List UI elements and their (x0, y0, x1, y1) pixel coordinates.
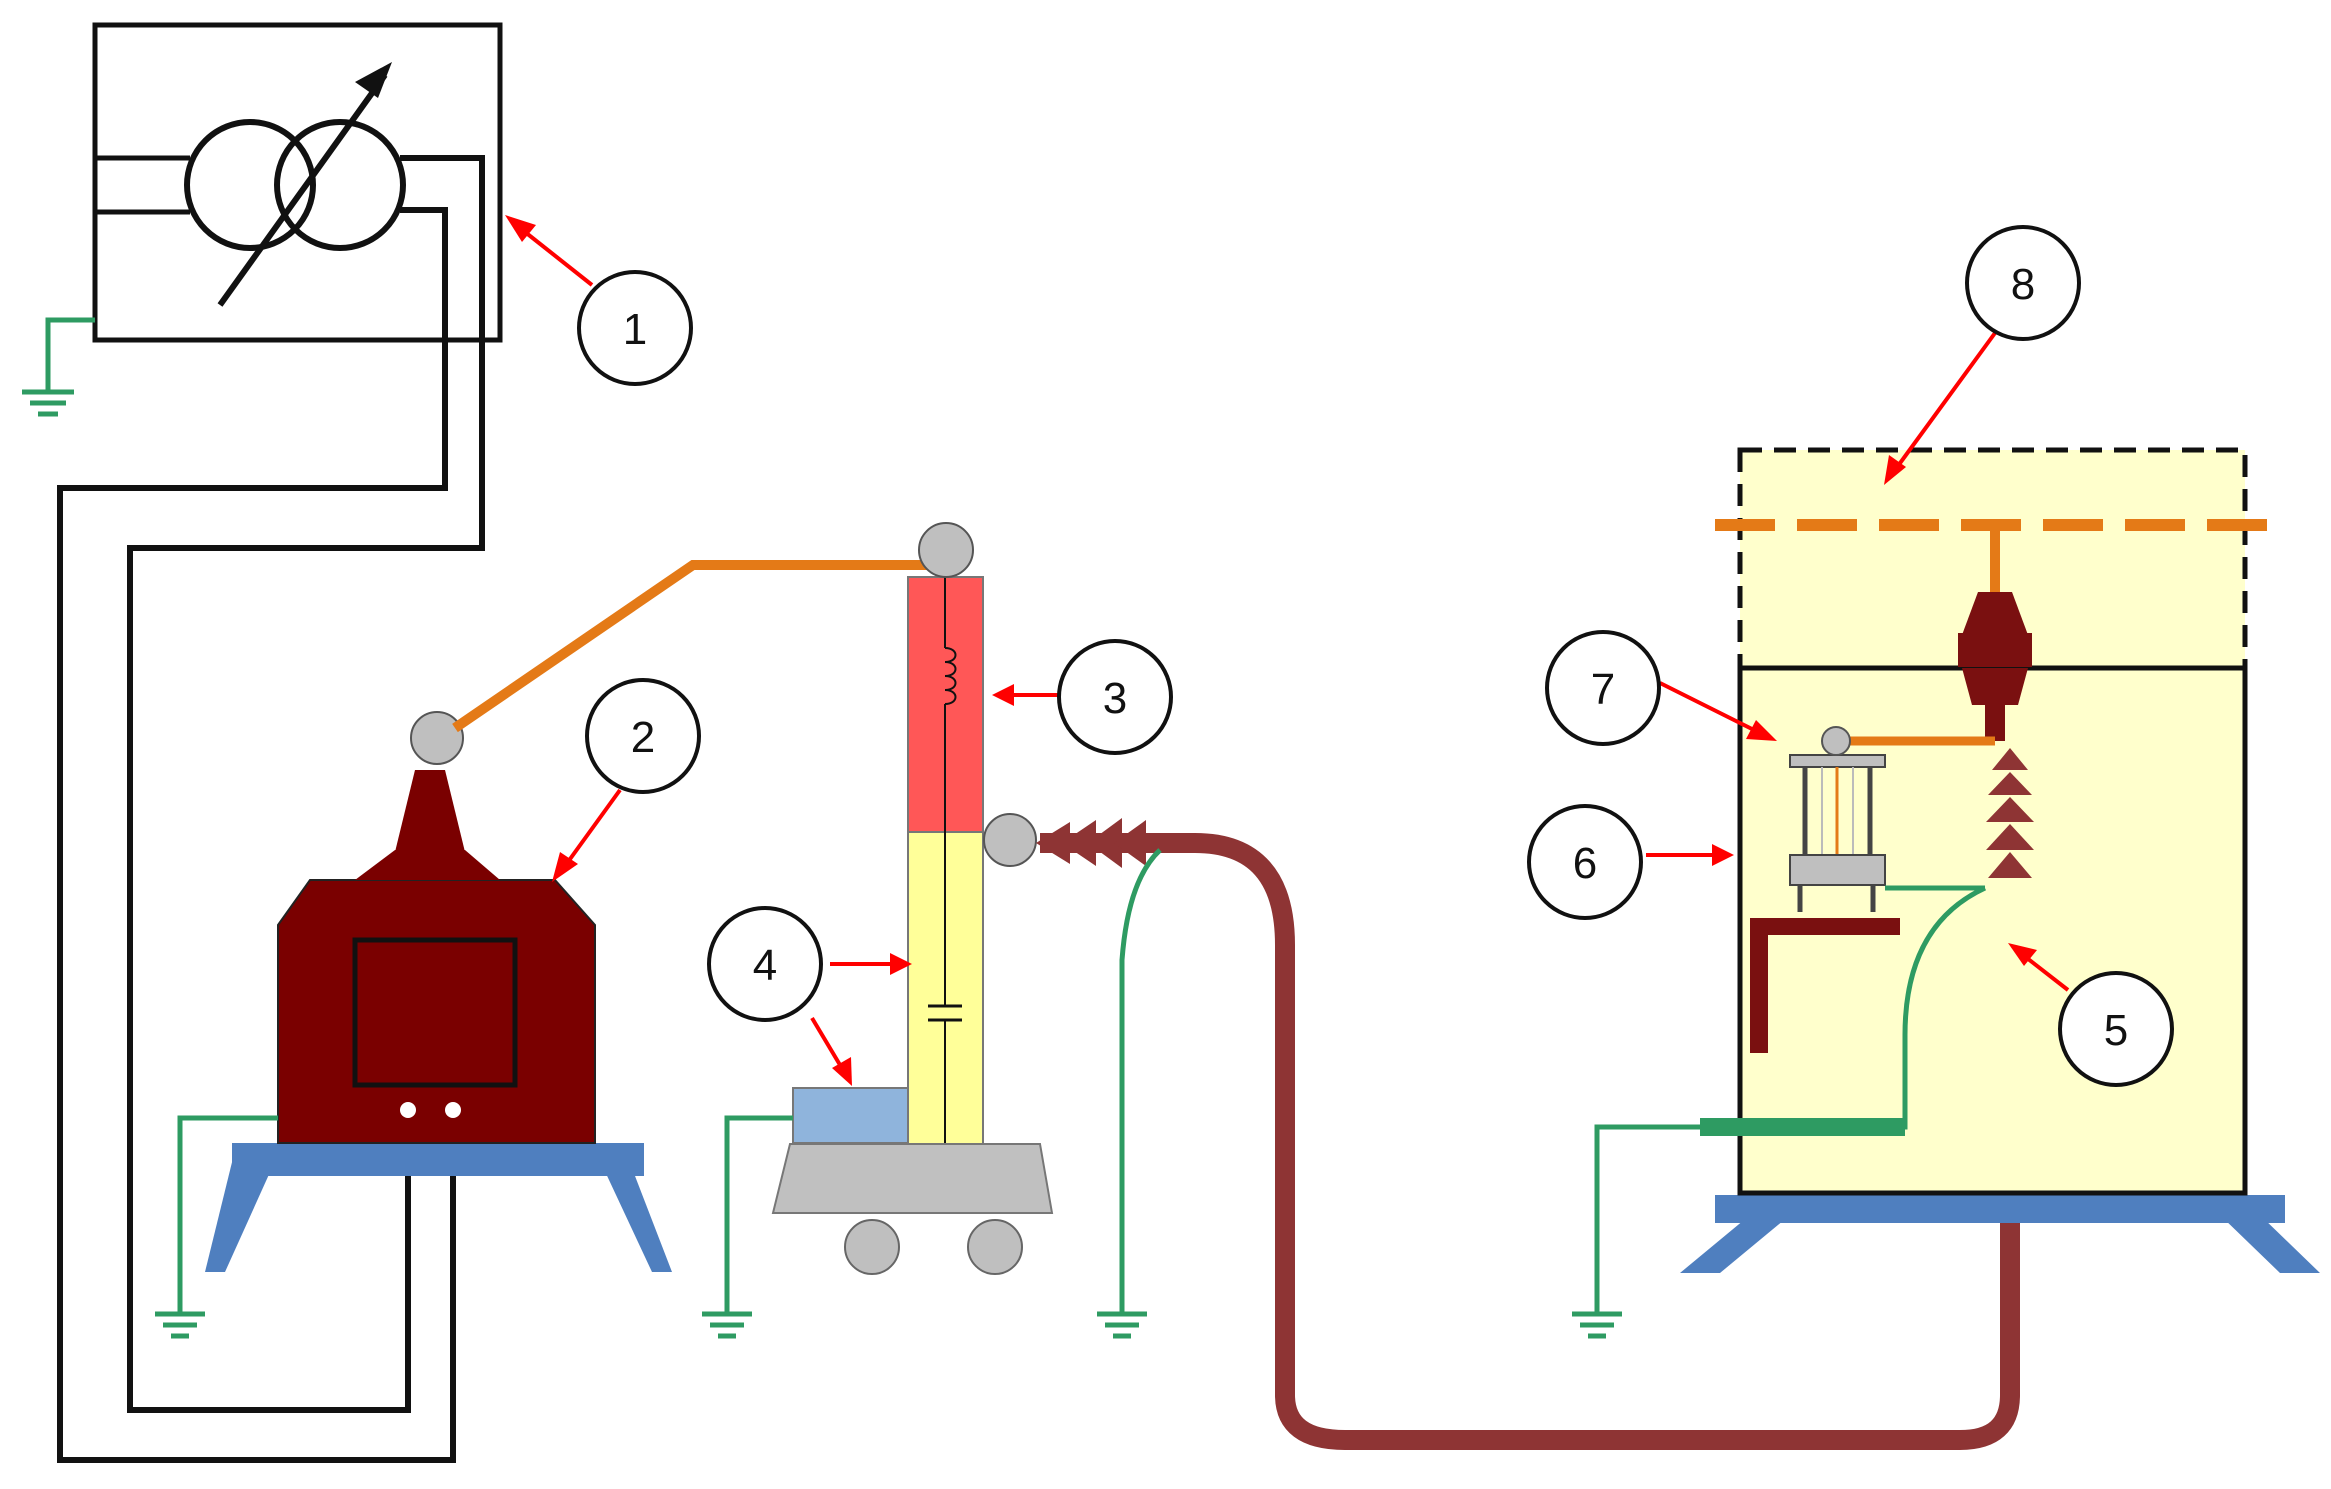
supply-wires (57, 155, 485, 1463)
callout-6-label: 6 (1573, 839, 1597, 888)
ground-symbol-icon (22, 389, 74, 417)
bushing (1958, 592, 2032, 741)
electrode-fixture (1789, 726, 1886, 912)
callout-3-label: 3 (1103, 674, 1127, 723)
cart-wheel (844, 1219, 900, 1275)
callout-4: 4 (707, 906, 823, 1022)
hv-cable (1036, 755, 2020, 1450)
cell-base (1715, 1195, 2285, 1223)
ground-symbol-icon (1572, 1311, 1622, 1339)
test-transformer (155, 711, 672, 1339)
callout-8: 8 (1965, 225, 2081, 341)
ground-bushing (1700, 1118, 1905, 1136)
transformer-terminal (410, 711, 464, 765)
callout-7: 7 (1545, 630, 1661, 746)
ground-symbol-icon (702, 1311, 752, 1339)
callout-5-label: 5 (2104, 1006, 2128, 1055)
cable-termination-right (1986, 748, 2034, 878)
callout-3: 3 (1057, 639, 1173, 755)
secondary-winding-icon (274, 119, 406, 251)
inductor-icon (944, 647, 957, 705)
cart-wheel (967, 1219, 1023, 1275)
callout-arrows (505, 215, 2070, 1086)
callout-4-label: 4 (753, 941, 777, 990)
variable-arrow-icon (355, 62, 392, 98)
specimen-shelf (1750, 918, 1900, 935)
transformer-base (232, 1143, 644, 1176)
callout-8-label: 8 (2011, 260, 2035, 309)
measuring-column (702, 522, 1054, 1339)
hv-connection-orange (452, 560, 930, 733)
cable-termination-left (1036, 818, 1146, 868)
callout-1: 1 (577, 270, 693, 386)
callout-1-label: 1 (623, 305, 647, 354)
primary-winding-icon (184, 119, 316, 251)
fixture-electrode (1821, 726, 1851, 756)
callout-7-label: 7 (1591, 665, 1615, 714)
test-cell (1572, 447, 2320, 1339)
column-side-terminal (983, 813, 1037, 867)
callout-6: 6 (1527, 804, 1643, 920)
callout-2: 2 (585, 678, 701, 794)
ground-symbol-icon (155, 1311, 205, 1339)
regulating-transformer-unit (22, 22, 503, 417)
column-top-electrode (918, 522, 974, 578)
callout-5: 5 (2058, 971, 2174, 1087)
measuring-unit-box (792, 1087, 909, 1144)
ground-symbol-icon (1097, 1311, 1147, 1339)
callout-2-label: 2 (631, 713, 655, 762)
cart-base (771, 1143, 1054, 1214)
